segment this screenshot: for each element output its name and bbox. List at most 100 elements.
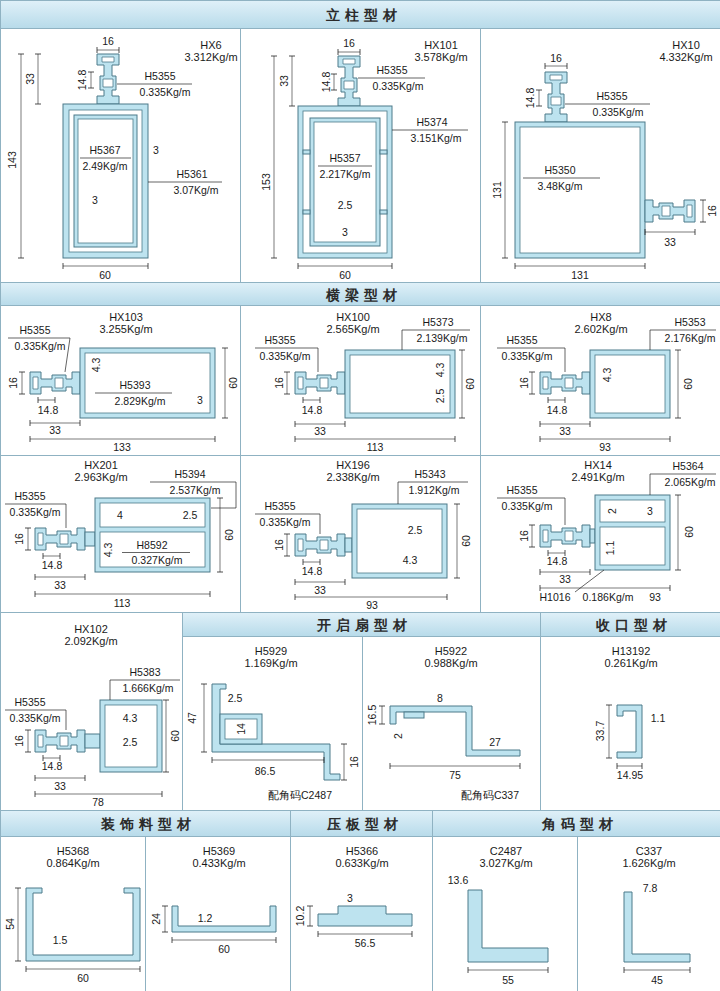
profile-weight: 0.864Kg/m xyxy=(46,857,99,869)
text-block: HX2012.963Kg/m xyxy=(74,459,127,483)
profile-label: 1.666Kg/m xyxy=(123,682,174,694)
profile-label: 14.8 xyxy=(524,88,536,108)
profile-label: 0.335Kg/m xyxy=(502,350,553,362)
profile-label: 2 xyxy=(392,733,404,739)
leader-line xyxy=(392,130,468,131)
profile-label: H5355 xyxy=(597,90,628,102)
profile-section xyxy=(85,532,95,546)
dimension-line xyxy=(382,706,383,724)
leader-line xyxy=(565,104,650,105)
profile-cell: H59291.169Kg/m xyxy=(182,636,363,811)
dimension-line xyxy=(457,504,458,578)
profile-label: 60 xyxy=(77,972,89,984)
profile-label: 86.5 xyxy=(255,765,275,777)
section-title: 收口型材 xyxy=(591,617,672,633)
dimension-line xyxy=(35,778,85,779)
dimension-line xyxy=(22,372,23,394)
profile-label: H5355 xyxy=(20,324,51,336)
profile-label: 4.3 xyxy=(90,358,102,373)
profile-section xyxy=(352,504,447,578)
profile-label: 8 xyxy=(437,692,443,704)
profile-label: 33 xyxy=(54,579,66,591)
profile-section xyxy=(345,350,455,418)
profile-label: H5374 xyxy=(417,116,448,128)
dimension-line xyxy=(539,90,540,106)
mullion-connector xyxy=(338,56,360,106)
profile-code: H5368 xyxy=(46,845,99,857)
profile-label: 4 xyxy=(117,509,123,521)
dimension-line xyxy=(91,72,92,88)
dimension-line xyxy=(35,594,210,595)
text-block: HX1022.092Kg/m xyxy=(64,623,117,647)
dimension-line xyxy=(609,705,610,758)
section-band: 横梁型材 xyxy=(0,282,720,306)
profile-cavity xyxy=(303,111,387,253)
profile-section xyxy=(100,700,162,772)
profile-cell: C3371.626Kg/m xyxy=(577,836,720,991)
profile-cavity xyxy=(100,532,205,567)
profile-label: 0.186Kg/m xyxy=(583,591,634,603)
dimension-line xyxy=(28,730,29,752)
text-block: HX1962.338Kg/m xyxy=(326,459,379,483)
profile-section xyxy=(318,906,412,926)
leader-line xyxy=(402,330,470,350)
profile-cell: H53680.864Kg/m xyxy=(0,836,146,991)
profile-cavity xyxy=(105,705,157,767)
leader-line xyxy=(5,710,66,730)
profile-label: 2.5 xyxy=(338,199,353,211)
profile-label: 54 xyxy=(4,918,16,930)
profile-section xyxy=(515,122,645,258)
profile-label: 4.3 xyxy=(102,543,114,558)
profile-label: H8592 xyxy=(137,539,168,551)
profile-code: H5922 xyxy=(424,645,477,657)
text-block: H53690.433Kg/m xyxy=(192,845,245,869)
profile-label: 60 xyxy=(460,535,472,547)
profile-label: 3.48Kg/m xyxy=(538,180,583,192)
profile-label: H5373 xyxy=(423,316,454,328)
profile-label: 33 xyxy=(559,425,571,437)
profile-label: 7.8 xyxy=(643,882,658,894)
profile-label: 4.3 xyxy=(123,712,138,724)
profile-section xyxy=(590,350,670,418)
dimension-line xyxy=(295,582,345,583)
dimension-line xyxy=(462,350,463,418)
text-block: H53680.864Kg/m xyxy=(46,845,99,869)
profile-label: 60 xyxy=(99,269,111,281)
profile-label: H5355 xyxy=(507,484,538,496)
profile-label: 2.5 xyxy=(183,509,198,521)
profile-cell: HX1013.578Kg/m xyxy=(240,28,481,283)
profile-label: 33 xyxy=(54,780,66,792)
dimension-line xyxy=(624,970,690,971)
text-block: H59291.169Kg/m xyxy=(244,645,297,669)
profile-label: 14.8 xyxy=(547,404,567,416)
profile-label: 93 xyxy=(366,599,378,611)
profile-cavity xyxy=(600,500,665,522)
profile-label: 60 xyxy=(682,378,694,390)
profile-code: H5929 xyxy=(244,645,297,657)
profile-label: 0.335Kg/m xyxy=(140,86,191,98)
dimension-line xyxy=(38,400,55,401)
profile-label: 3.07Kg/m xyxy=(174,184,219,196)
dimension-line xyxy=(220,498,221,572)
text-block: C3371.626Kg/m xyxy=(622,845,675,869)
profile-label: 33 xyxy=(278,75,290,87)
profile-label: H5364 xyxy=(673,460,704,472)
leader-line xyxy=(148,182,222,183)
profile-label: H5355 xyxy=(507,334,538,346)
profile-code: H13192 xyxy=(604,645,657,657)
dimension-line xyxy=(30,439,215,440)
section-band: 开启扇型材 xyxy=(182,612,541,637)
profile-cell: HX63.312Kg/m xyxy=(0,28,241,283)
dimension-line xyxy=(298,266,392,267)
profile-section xyxy=(74,115,137,247)
text-block: H59220.988Kg/m xyxy=(424,645,477,669)
profile-label: 配角码C2487 xyxy=(268,789,332,801)
profile-label: 3 xyxy=(197,394,203,406)
profile-label: H5343 xyxy=(415,468,446,480)
profile-label: 0.335Kg/m xyxy=(10,712,61,724)
profile-label: 0.335Kg/m xyxy=(15,340,66,352)
profile-cell: H53690.433Kg/m xyxy=(145,836,291,991)
profile-weight: 3.578Kg/m xyxy=(414,51,467,63)
profile-cell: HX104.332Kg/m xyxy=(480,28,720,283)
profile-cavity xyxy=(600,527,665,565)
